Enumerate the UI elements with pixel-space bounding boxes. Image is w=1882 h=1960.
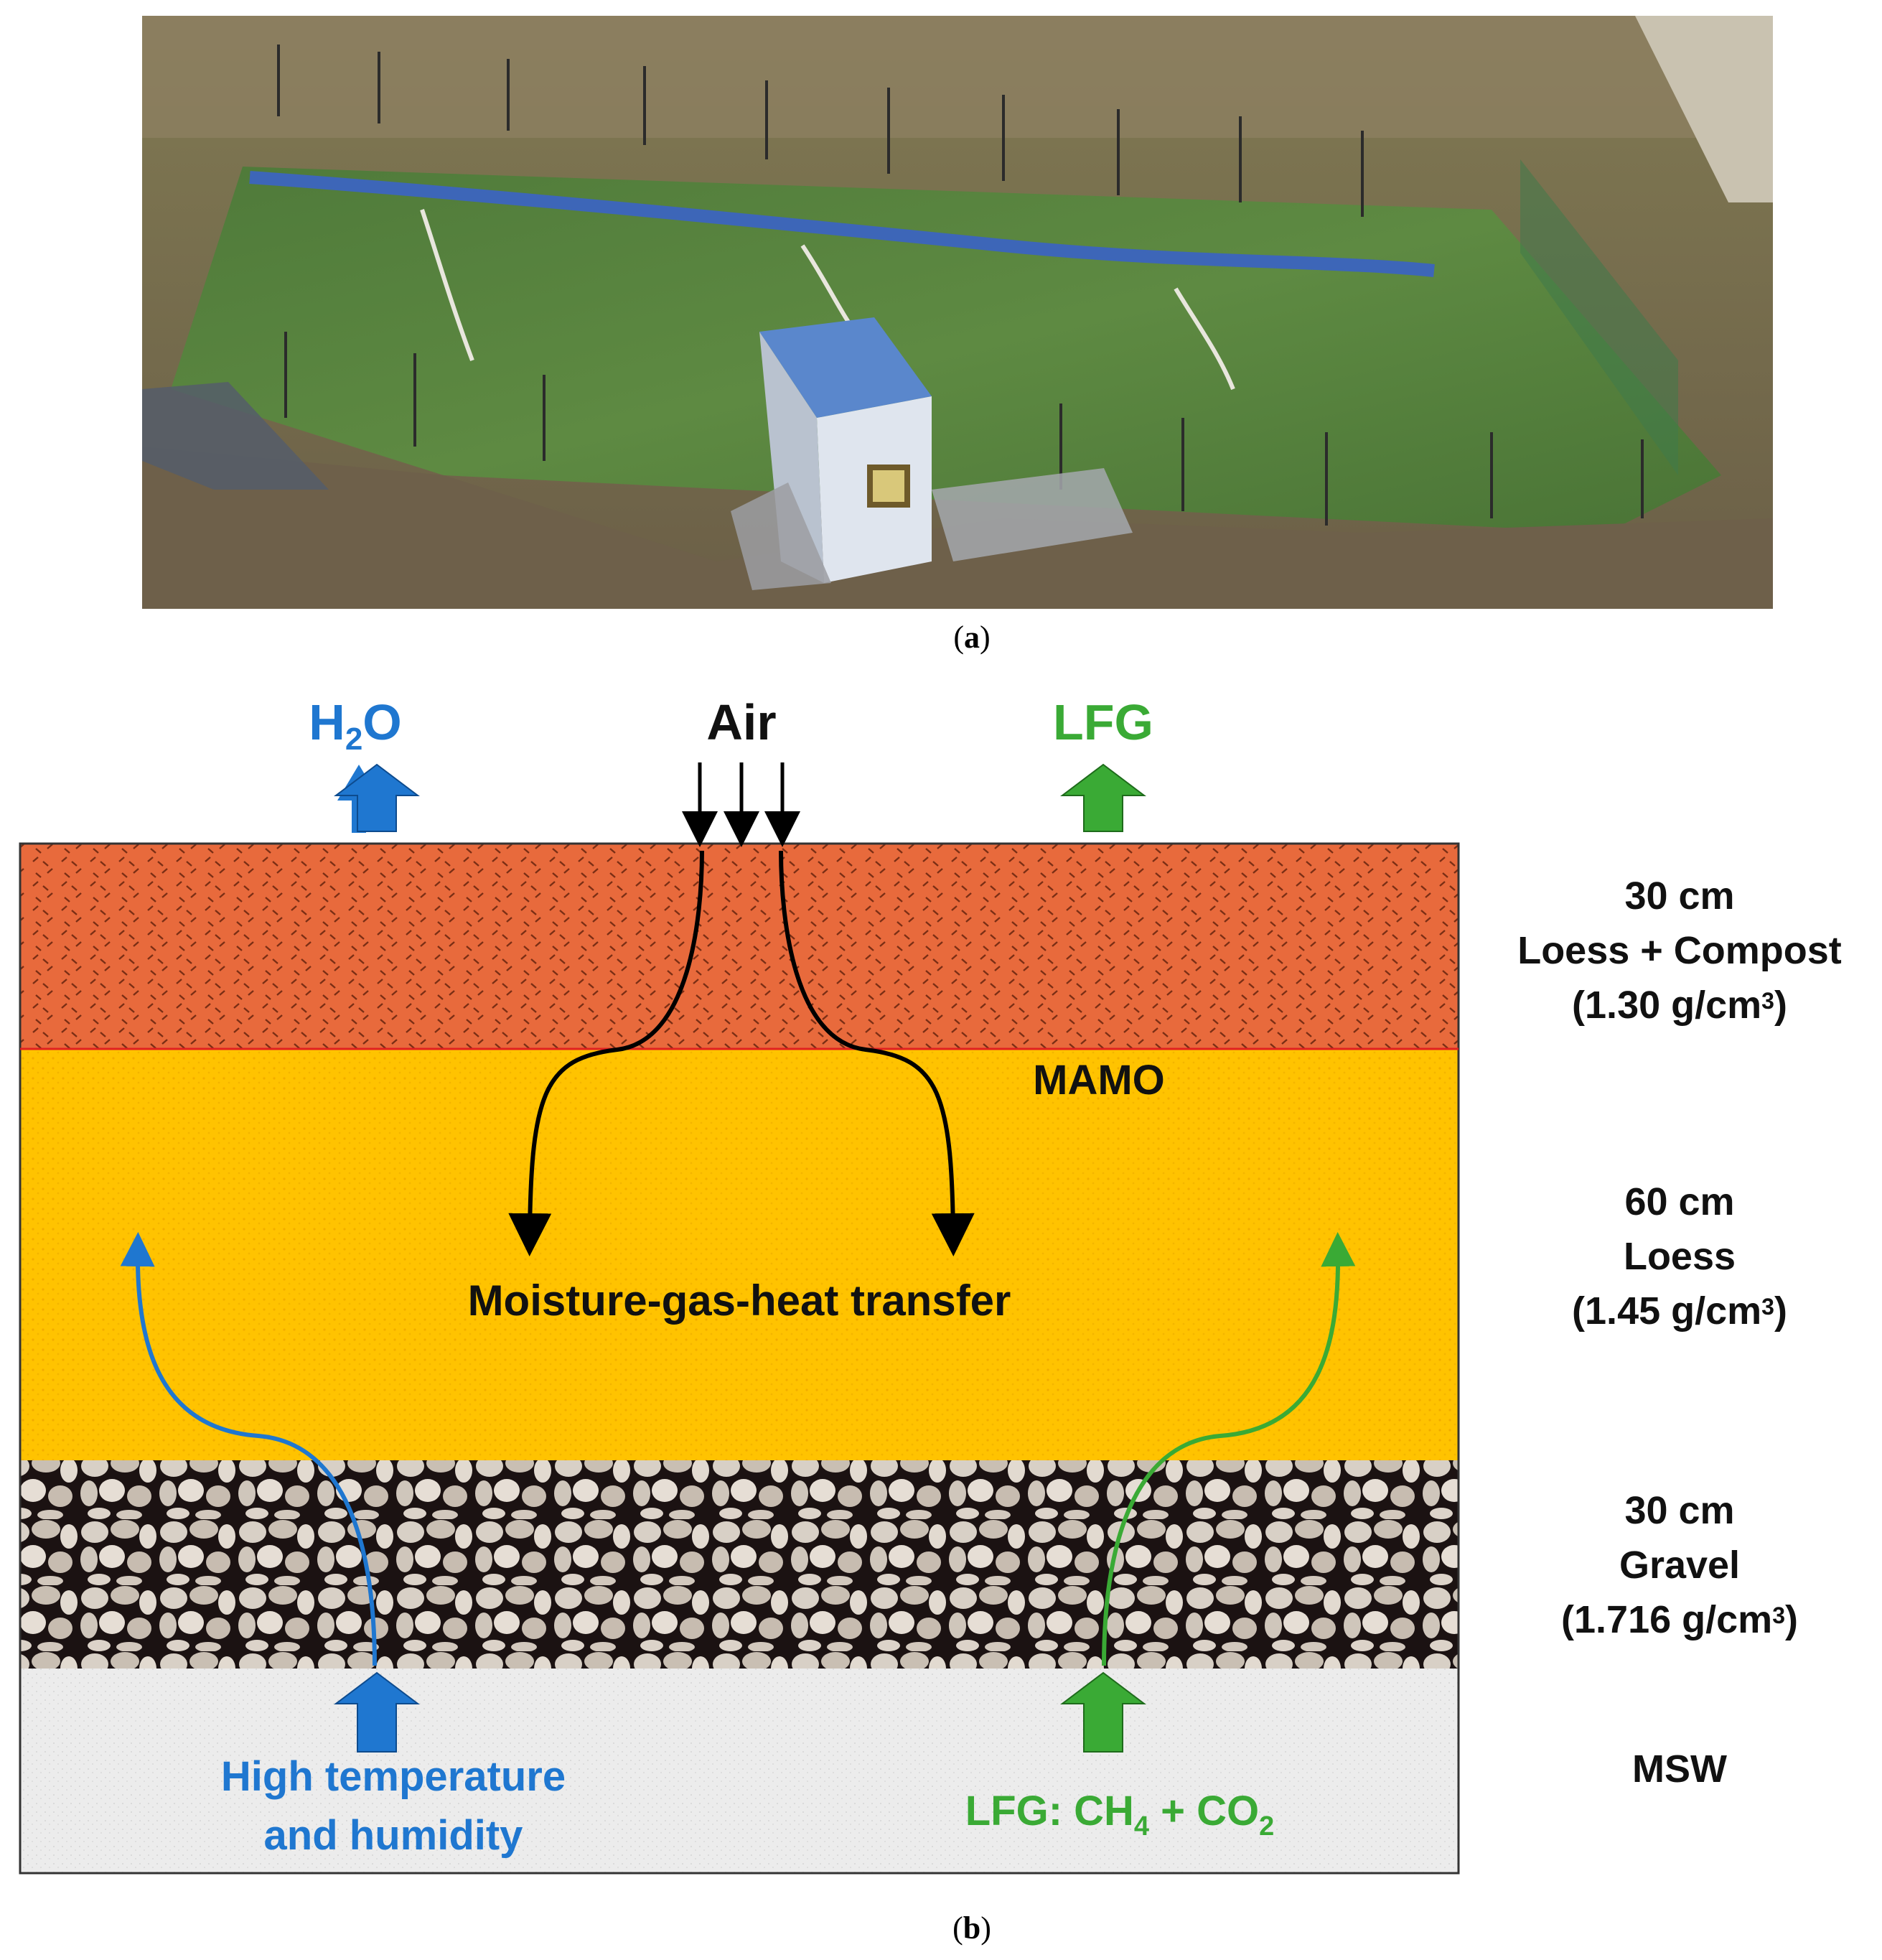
transfer-label: Moisture-gas-heat transfer (468, 1277, 1011, 1325)
layer-density: (1.45 g/cm3) (1572, 1289, 1787, 1333)
air-arrows (682, 762, 800, 847)
gas-path-arrow (1102, 1232, 1356, 1666)
layer-thickness: 60 cm (1624, 1180, 1735, 1223)
caption-b-letter: b (963, 1910, 981, 1946)
lfg-label: LFG (1053, 694, 1153, 750)
layer-thickness: 30 cm (1624, 1489, 1735, 1532)
air-diffusion-left-arrow (508, 850, 704, 1256)
lfg-up-arrow (1060, 763, 1146, 832)
humidity-label-line1: High temperature (221, 1753, 566, 1800)
layer-density: (1.30 g/cm3) (1572, 984, 1787, 1027)
humidity-label-line2: and humidity (264, 1812, 523, 1859)
cover-layer-diagram: H2O Air LFG MAMO Moisture-gas-heat trans… (19, 694, 1460, 1875)
air-label: Air (706, 694, 776, 750)
layer-name: Loess + Compost (1517, 929, 1842, 972)
caption-a: (a) (953, 620, 991, 655)
gravel-layer (20, 1460, 1459, 1669)
field-photo-illustration (142, 16, 1773, 609)
layer-name: MSW (1632, 1747, 1727, 1791)
air-diffusion-right-arrow (779, 850, 975, 1256)
field-site-photo (142, 16, 1773, 609)
loess-layer (20, 1049, 1459, 1460)
loess-compost-layer (19, 842, 1460, 1050)
lfg-source-arrow (1060, 1671, 1146, 1753)
caption-b: (b) (952, 1910, 991, 1946)
msw-layer (20, 1669, 1459, 1873)
h2o-label: H2O (309, 694, 402, 757)
layer-density: (1.716 g/cm3) (1561, 1598, 1798, 1641)
caption-a-letter: a (964, 620, 980, 655)
moisture-path-arrow (120, 1232, 377, 1666)
mamo-label: MAMO (1033, 1057, 1165, 1103)
layer-label-gravel: 30 cm Gravel (1.716 g/cm3) (1479, 1483, 1881, 1647)
h2o-up-arrow-body (334, 763, 420, 832)
layer-label-loess: 60 cm Loess (1.45 g/cm3) (1479, 1175, 1881, 1338)
layer-name: Loess (1623, 1235, 1736, 1278)
layer-label-loess-compost: 30 cm Loess + Compost (1.30 g/cm3) (1479, 869, 1881, 1032)
layer-label-msw: MSW (1479, 1742, 1881, 1796)
humidity-source-arrow (334, 1671, 420, 1753)
layer-name: Gravel (1619, 1544, 1741, 1587)
layer-thickness: 30 cm (1624, 874, 1735, 918)
lfg-composition-label: LFG: CH4 + CO2 (965, 1788, 1275, 1842)
